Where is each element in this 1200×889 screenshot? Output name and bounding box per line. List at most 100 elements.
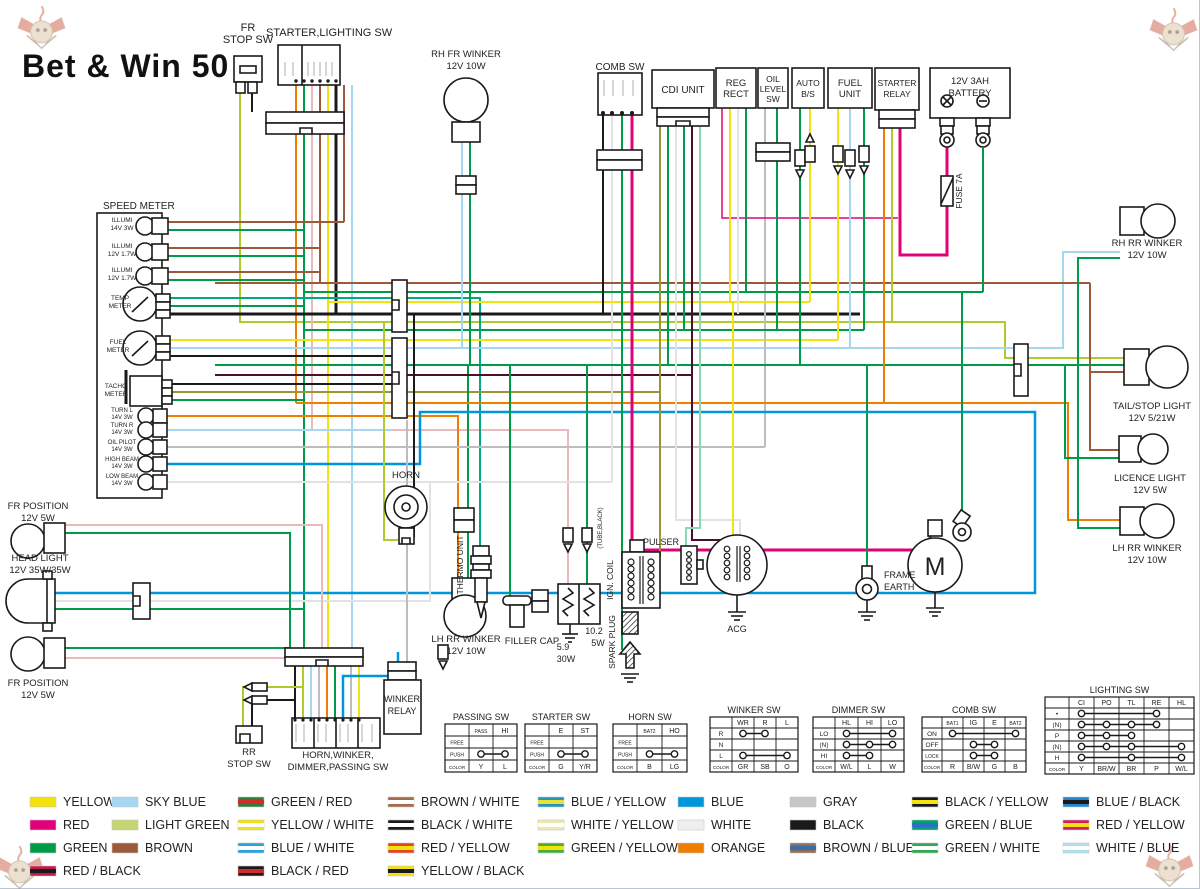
svg-text:HL: HL <box>842 720 851 727</box>
starter-motor <box>907 508 972 617</box>
svg-text:RE: RE <box>1152 700 1162 707</box>
legend-label: GREEN <box>63 841 107 855</box>
diagram-label: LICENCE LIGHT <box>1114 473 1186 484</box>
wire-pu <box>691 108 726 549</box>
diagram-label: LEVEL <box>760 84 787 94</box>
svg-text:HL: HL <box>1177 700 1186 707</box>
legend-label: BLACK / WHITE <box>421 818 513 832</box>
diagram-label: METER <box>105 391 128 398</box>
winker-relay <box>383 644 449 735</box>
svg-text:B: B <box>647 764 652 771</box>
resistors <box>557 527 601 643</box>
legend-label: GRAY <box>823 795 858 809</box>
svg-text:ON: ON <box>927 731 937 738</box>
svg-text:GR: GR <box>738 764 749 771</box>
diagram-label: RELAY <box>388 706 417 716</box>
legend-label: WHITE / BLUE <box>1096 841 1179 855</box>
legend-label: BLUE / BLACK <box>1096 795 1181 809</box>
diagram-label: 12V 5W <box>21 513 55 524</box>
switch-table-title: DIMMER SW <box>832 705 886 715</box>
diagram-label: THERMO UNIT <box>455 535 465 594</box>
legend-swatch <box>111 819 139 831</box>
svg-text:R: R <box>719 731 724 738</box>
filler-cap <box>502 589 549 628</box>
legend-swatch-stripe <box>912 846 938 850</box>
diagram-label: UNIT <box>839 89 861 100</box>
diagram-label: 14V 3W <box>110 225 134 232</box>
diagram-label: 12V 5/21W <box>1129 413 1176 424</box>
diagram-label: EARTH <box>884 582 914 592</box>
wire-g <box>63 532 291 649</box>
diagram-label: REG <box>726 78 747 89</box>
wire-mg <box>721 107 898 219</box>
fuse-7a <box>940 175 954 207</box>
tail-stop-light-bulb <box>1123 345 1189 389</box>
diagram-label: 14V 3W <box>111 447 133 453</box>
horn <box>384 485 428 545</box>
mid-connector-2 <box>391 337 408 419</box>
legend-label: BROWN / WHITE <box>421 795 520 809</box>
svg-text:IG: IG <box>970 720 977 727</box>
legend-item: BLACK / YELLOW <box>911 795 1048 809</box>
legend-item: BLUE <box>677 795 744 809</box>
svg-text:G: G <box>992 764 997 771</box>
wire-g <box>1064 365 1120 459</box>
legend-swatch-stripe <box>1063 823 1089 827</box>
svg-text:E: E <box>559 728 564 735</box>
legend-item: RED / YELLOW <box>387 841 510 855</box>
diagram-label: FILLER CAP <box>505 636 559 647</box>
diagram-label: FR POSITION <box>8 678 69 689</box>
diagram-label: STARTER <box>878 78 917 88</box>
wire-pk <box>311 85 569 584</box>
pulser <box>680 545 704 585</box>
svg-text:PO: PO <box>1101 700 1112 707</box>
legend-item: GREEN / BLUE <box>911 818 1033 832</box>
legend-swatch <box>29 842 57 854</box>
legend-label: YELLOW <box>63 795 115 809</box>
diagram-label: LH RR WINKER <box>1112 543 1181 554</box>
legend-item: GREEN / WHITE <box>911 841 1040 855</box>
diagram-label: RH FR WINKER <box>431 49 501 60</box>
svg-text:P: P <box>1055 733 1059 740</box>
legend-swatch-stripe <box>388 800 414 804</box>
legend-label: GREEN / RED <box>271 795 352 809</box>
svg-text:FREE: FREE <box>618 741 632 747</box>
svg-text:Y: Y <box>479 764 484 771</box>
diagram-label: STOP SW <box>223 34 274 46</box>
diagram-label: 12V 1.7W <box>108 251 137 258</box>
comb-switch-top <box>596 72 643 171</box>
legend-swatch-stripe <box>238 823 264 827</box>
spark-plug <box>618 611 642 683</box>
auto-bs-box <box>791 67 825 109</box>
svg-text:OFF: OFF <box>926 742 939 749</box>
legend-swatch-stripe <box>1063 846 1089 850</box>
svg-text:(N): (N) <box>1052 722 1061 729</box>
diagram-label: 12V 10W <box>446 646 485 657</box>
diagram-label: RR <box>242 747 256 758</box>
wire-harness <box>55 80 1125 726</box>
diagram-label: 12V 10W <box>446 61 485 72</box>
svg-text:HI: HI <box>866 720 873 727</box>
legend-item: BLACK / RED <box>237 864 349 878</box>
svg-text:E: E <box>992 720 997 727</box>
svg-text:LOCK: LOCK <box>925 754 939 760</box>
svg-text:L: L <box>719 753 723 760</box>
diagram-label: COMB SW <box>596 62 645 73</box>
svg-text:COLOR: COLOR <box>1049 767 1066 772</box>
rh-rr-winker-bulb <box>1119 203 1176 239</box>
svg-text:BAT1: BAT1 <box>946 721 958 727</box>
svg-text:G: G <box>558 764 563 771</box>
diagram-label: 5.9 <box>557 642 570 652</box>
legend-swatch <box>677 842 705 854</box>
legend-item: BLUE / YELLOW <box>537 795 666 809</box>
diagram-label: TAIL/STOP LIGHT <box>1113 401 1191 412</box>
svg-text:•: • <box>1056 711 1059 718</box>
svg-text:N: N <box>719 742 724 749</box>
switch-table-title: WINKER SW <box>728 705 782 715</box>
svg-text:PUSH: PUSH <box>618 753 632 759</box>
legend-swatch-stripe <box>238 846 264 850</box>
